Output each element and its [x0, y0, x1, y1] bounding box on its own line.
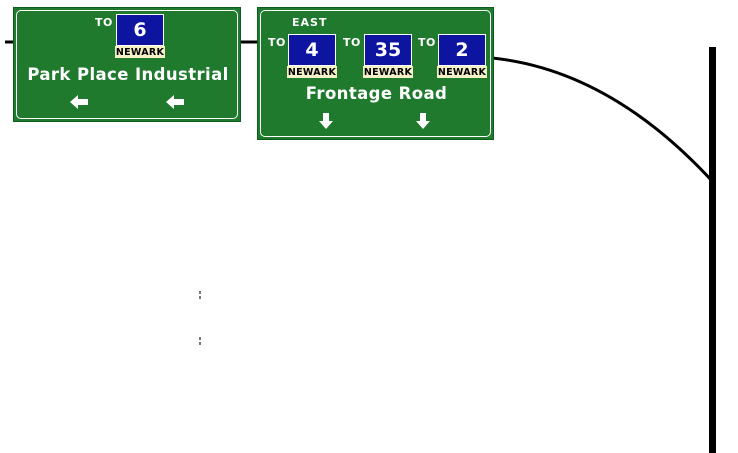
shield-city-tab: NEWARK	[115, 46, 165, 58]
shield-number: 35	[364, 34, 412, 66]
shield-number: 2	[438, 34, 486, 66]
destination-text: Park Place Industrial	[27, 65, 229, 84]
shield-city-tab: NEWARK	[363, 66, 413, 78]
support-pole	[709, 47, 716, 453]
shield-city-tab: NEWARK	[287, 66, 337, 78]
background-speck	[199, 337, 201, 345]
to-label: TO	[95, 16, 113, 29]
arrow-left-icon	[70, 95, 88, 109]
guide-sign-frontage-road: EAST TO 4 NEWARK TO 35 NEWARK TO 2 NEWAR…	[257, 7, 494, 140]
route-6-shield: 6 NEWARK	[115, 13, 165, 58]
to-label: TO	[418, 36, 436, 49]
background-speck	[199, 291, 201, 299]
route-2-shield: 2 NEWARK	[437, 33, 487, 78]
guide-sign-park-place-industrial: TO 6 NEWARK Park Place Industrial	[13, 7, 241, 122]
to-label: TO	[268, 36, 286, 49]
arrow-left-icon	[166, 95, 184, 109]
cardinal-direction: EAST	[292, 16, 328, 29]
destination-text: Frontage Road	[305, 84, 448, 103]
sign-border	[260, 10, 491, 137]
shield-city-tab: NEWARK	[437, 66, 487, 78]
route-4-shield: 4 NEWARK	[287, 33, 337, 78]
arrow-down-icon	[319, 113, 333, 129]
route-35-shield: 35 NEWARK	[363, 33, 413, 78]
arrow-down-icon	[416, 113, 430, 129]
to-label: TO	[343, 36, 361, 49]
mast-arm-curve	[491, 56, 715, 184]
sign-border	[16, 10, 238, 119]
shield-number: 6	[116, 14, 164, 46]
shield-number: 4	[288, 34, 336, 66]
